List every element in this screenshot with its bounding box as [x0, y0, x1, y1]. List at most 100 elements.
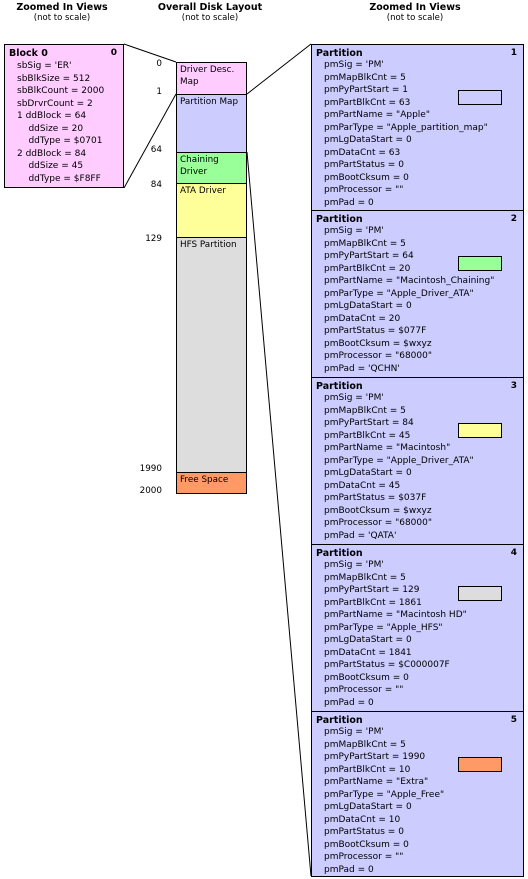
disk-segment-ata-driver: ATA Driver [176, 183, 247, 238]
partition-field: pmPyPartStart = 64 [324, 251, 414, 261]
connector-partmap-bottom [246, 151, 312, 877]
disk-segment-chaining-driver: Chaining Driver [176, 152, 247, 184]
partition-title: Partition [316, 715, 363, 726]
block0-box: Block 0 0 sbSig = 'ER' sbBlkSize = 512 s… [4, 44, 124, 188]
partition-field: pmPartBlkCnt = 10 [324, 764, 411, 775]
partition-field: pmLgDataStart = 0 [324, 468, 412, 478]
left-header-title: Zoomed In Views [16, 2, 108, 13]
partition-field: pmLgDataStart = 0 [324, 635, 412, 645]
middle-header: Overall Disk Layout (not to scale) [140, 2, 280, 24]
partition-field: pmPyPartStart = 1 [324, 85, 408, 95]
partition-field: pmParType = "Apple_HFS" [324, 622, 443, 633]
partition-field: pmPartStatus = $C000007F [324, 660, 450, 670]
partition-field: pmDataCnt = 10 [324, 814, 401, 825]
partition-field: pmMapBlkCnt = 5 [324, 72, 406, 83]
partition-field: pmProcessor = "" [324, 185, 404, 195]
partition-field: pmDataCnt = 20 [324, 313, 401, 324]
partition-fields: pmSig = 'PM' pmMapBlkCnt = 5 pmPyPartSta… [324, 559, 519, 709]
partition-field: pmPartName = "Macintosh_Chaining" [324, 276, 495, 286]
block0-field: ddType = $F8FF [17, 173, 101, 184]
partition-field: pmSig = 'PM' [324, 393, 384, 403]
block0-number: 0 [110, 48, 117, 58]
partition-field: pmMapBlkCnt = 5 [324, 739, 406, 750]
middle-header-subtitle: (not to scale) [181, 13, 239, 23]
block0-field: sbBlkSize = 512 [17, 73, 91, 84]
partition-field: pmProcessor = "68000" [324, 518, 432, 528]
disk-segment-label: ATA Driver [180, 186, 226, 196]
partition-title: Partition [316, 381, 363, 392]
partition-field: pmSig = 'PM' [324, 226, 384, 236]
partition-field: pmMapBlkCnt = 5 [324, 572, 406, 583]
partition-field: pmMapBlkCnt = 5 [324, 238, 406, 249]
block0-field: ddSize = 20 [17, 123, 84, 134]
partition-box-3: Partition 3 pmSig = 'PM' pmMapBlkCnt = 5… [311, 377, 524, 545]
connector-block0-top [123, 43, 177, 63]
partition-field: pmPad = 0 [324, 864, 374, 875]
partition-fields: pmSig = 'PM' pmMapBlkCnt = 5 pmPyPartSta… [324, 726, 519, 876]
right-header-subtitle: (not to scale) [386, 13, 444, 23]
partition-field: pmSig = 'PM' [324, 60, 384, 70]
partition-field: pmParType = "Apple_Driver_ATA" [324, 288, 474, 299]
disk-segment-label: Partition Map [180, 97, 239, 107]
partition-field: pmLgDataStart = 0 [324, 802, 412, 812]
partition-field: pmParType = "Apple_Free" [324, 789, 445, 800]
partition-field: pmDataCnt = 45 [324, 480, 401, 491]
block0-field: 2 ddBlock = 84 [17, 148, 87, 159]
block0-field: sbBlkCount = 2000 [17, 86, 105, 96]
partition-field: pmPad = 'QATA' [324, 530, 397, 541]
partition-field: pmPartStatus = $037F [324, 493, 427, 503]
partition-field: pmProcessor = "68000" [324, 351, 432, 361]
block0-field: sbDrvrCount = 2 [17, 98, 93, 109]
partition-fields: pmSig = 'PM' pmMapBlkCnt = 5 pmPyPartSta… [324, 225, 519, 375]
partition-field: pmMapBlkCnt = 5 [324, 405, 406, 416]
disk-segment-hfs-partition: HFS Partition [176, 237, 247, 473]
block0-field: sbSig = 'ER' [17, 61, 72, 71]
partition-number: 1 [510, 48, 517, 58]
partition-field: pmPartName = "Macintosh" [324, 443, 451, 453]
partition-number: 5 [510, 715, 517, 725]
partition-field: pmDataCnt = 63 [324, 147, 401, 158]
partition-number: 4 [510, 548, 517, 558]
block-address: 64 [150, 145, 162, 155]
partition-field: pmPartBlkCnt = 20 [324, 263, 411, 274]
block-address: 1990 [139, 464, 162, 474]
disk-segment-free-space: Free Space [176, 472, 247, 494]
block-address: 84 [150, 180, 162, 190]
partition-field: pmBootCksum = 0 [324, 839, 409, 850]
block-address: 129 [145, 234, 162, 244]
block-address: 0 [156, 59, 162, 69]
disk-segment-driver-desc-map: Driver Desc. Map [176, 62, 247, 95]
disk-segment-label: Free Space [180, 475, 229, 485]
partition-field: pmPyPartStart = 1990 [324, 752, 426, 762]
partition-box-1: Partition 1 pmSig = 'PM' pmMapBlkCnt = 5… [311, 44, 524, 211]
partition-field: pmBootCksum = $wxyz [324, 338, 432, 349]
partition-field: pmBootCksum = 0 [324, 672, 409, 683]
block0-title: Block 0 [9, 48, 48, 59]
disk-segment-partition-map: Partition Map [176, 94, 247, 153]
partition-box-5: Partition 5 pmSig = 'PM' pmMapBlkCnt = 5… [311, 711, 524, 877]
partition-swatch [458, 586, 502, 601]
partition-field: pmLgDataStart = 0 [324, 301, 412, 311]
partition-field: pmParType = "Apple_partition_map" [324, 122, 488, 133]
block0-field: ddType = $0701 [17, 136, 103, 146]
partition-field: pmPad = 0 [324, 697, 374, 708]
block0-fields: sbSig = 'ER' sbBlkSize = 512 sbBlkCount … [17, 60, 119, 185]
partition-field: pmPad = 0 [324, 197, 374, 208]
partition-box-2: Partition 2 pmSig = 'PM' pmMapBlkCnt = 5… [311, 210, 524, 378]
partition-field: pmPyPartStart = 84 [324, 418, 414, 428]
block0-field: 1 ddBlock = 64 [17, 111, 87, 121]
partition-field: pmLgDataStart = 0 [324, 135, 412, 145]
partition-field: pmPad = 'QCHN' [324, 363, 400, 374]
partition-fields: pmSig = 'PM' pmMapBlkCnt = 5 pmPyPartSta… [324, 392, 519, 542]
disk-segment-label: Chaining Driver [180, 155, 219, 177]
partition-field: pmBootCksum = 0 [324, 172, 409, 183]
partition-box-4: Partition 4 pmSig = 'PM' pmMapBlkCnt = 5… [311, 544, 524, 712]
partition-field: pmPartBlkCnt = 63 [324, 97, 411, 108]
partition-title: Partition [316, 48, 363, 59]
partition-swatch [458, 757, 502, 772]
partition-field: pmPartName = "Macintosh HD" [324, 610, 467, 620]
partition-field: pmProcessor = "" [324, 685, 404, 695]
partition-field: pmPartName = "Extra" [324, 777, 429, 787]
disk-segment-label: Driver Desc. Map [180, 65, 235, 87]
